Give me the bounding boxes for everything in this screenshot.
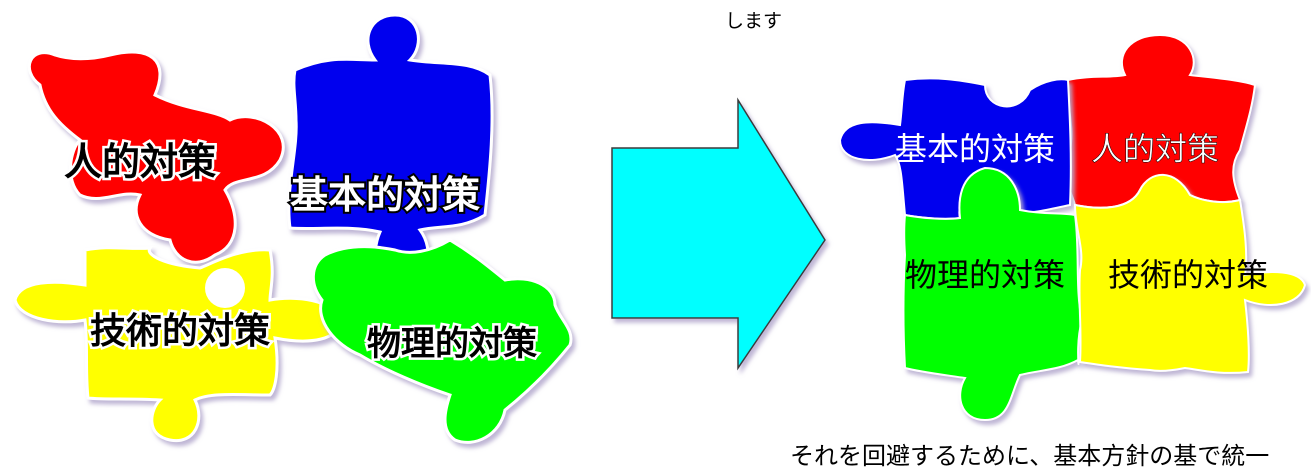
assembled-yellow-piece-icon <box>1073 173 1307 374</box>
left-label-physical: 物理的対策 <box>367 324 537 364</box>
right-arrow-icon <box>611 97 826 371</box>
top-caption: します <box>725 10 783 32</box>
puzzle-diagram: 人的対策 基本的対策 技術的対策 物理的対策 基本的対策 人的対策 物理的対策 … <box>13 13 1307 444</box>
yellow-piece-notch <box>205 268 245 308</box>
bottom-caption: それを回避するために、基本方針の基で統一 <box>790 442 1270 470</box>
yellow-puzzle-piece-icon <box>13 246 342 443</box>
left-label-basic: 基本的対策 <box>290 173 480 217</box>
left-puzzle-group <box>13 13 573 444</box>
left-label-human: 人的対策 <box>64 140 216 184</box>
right-label-physical: 物理的対策 <box>905 256 1065 294</box>
assembled-red-piece-icon <box>1062 33 1257 209</box>
left-label-technical: 技術的対策 <box>90 311 270 352</box>
red-puzzle-piece-icon <box>27 50 285 264</box>
blue-puzzle-piece-icon <box>287 13 494 287</box>
assembled-green-piece-icon <box>902 166 1084 422</box>
right-label-human: 人的対策 <box>1091 130 1219 168</box>
right-puzzle-group <box>838 33 1307 422</box>
green-puzzle-piece-icon <box>311 238 573 444</box>
right-label-technical: 技術的対策 <box>1108 256 1268 294</box>
right-label-basic: 基本的対策 <box>895 130 1055 168</box>
